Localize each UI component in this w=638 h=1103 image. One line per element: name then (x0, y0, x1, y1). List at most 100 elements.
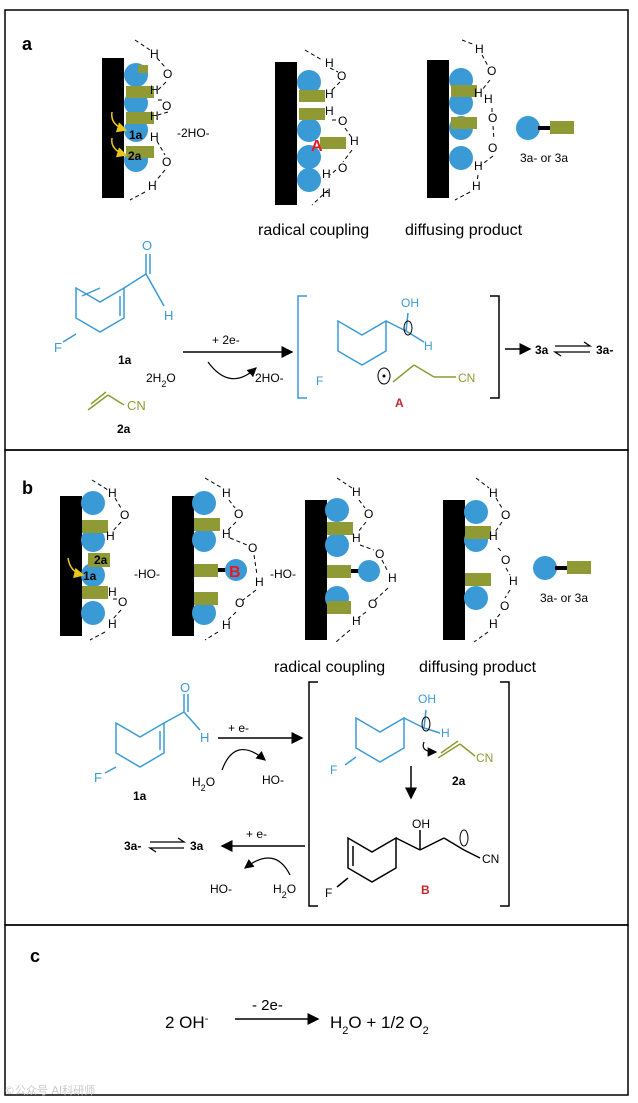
panel-c-label: c (30, 946, 40, 966)
svg-text:H: H (222, 486, 231, 500)
equilibrium-arrows-a (552, 341, 593, 357)
svg-text:H: H (150, 47, 159, 61)
panel-b-label: b (22, 478, 33, 498)
f-int-b: F (330, 763, 337, 777)
atom-F-1a-a: F (54, 340, 62, 355)
svg-text:O: O (162, 155, 171, 169)
h-bond-network-a1: HO HH OH OH (129, 39, 172, 201)
product-label-b: 3a- or 3a (540, 591, 588, 605)
electrode-a2 (275, 62, 346, 205)
svg-text:H: H (388, 571, 397, 585)
radical-lobe-A (403, 320, 413, 336)
label-2a-scheme-b: 2a (452, 774, 466, 788)
cn-B: CN (482, 852, 499, 866)
electron-label-a2: e- (105, 129, 115, 141)
equil-left-a: 3a (535, 343, 549, 357)
reagent-a: + 2e- (212, 333, 240, 347)
equilibrium-arrows-b (147, 837, 187, 853)
svg-text:H: H (325, 56, 334, 70)
intermediate-A-label-electrode: A (311, 138, 323, 155)
h-bond-network-b1: HO HH OH (89, 479, 129, 641)
svg-text:H: H (222, 527, 231, 541)
svg-text:H: H (322, 167, 331, 181)
svg-text:O: O (368, 597, 377, 611)
label-1a-scheme-a: 1a (118, 353, 132, 367)
electrode-a3 (427, 60, 477, 198)
svg-text:O: O (338, 161, 347, 175)
attack-arrow-b (422, 741, 438, 757)
label-2a-a: 2a (128, 149, 142, 163)
electron-label-a1: e- (107, 103, 117, 115)
svg-text:O: O (501, 553, 510, 567)
atom-F-1a-b: F (94, 770, 102, 785)
electrode-b2 (172, 491, 247, 636)
reagent-b1: + e- (228, 721, 249, 735)
h-bond-network-b2: HO HO HO H (204, 477, 264, 641)
atom-O-1a-b: O (180, 680, 190, 695)
bond-F-a (62, 333, 77, 343)
label-B-scheme: B (421, 883, 430, 897)
svg-text:O: O (248, 541, 257, 555)
nitrile-chain-A (392, 364, 435, 383)
svg-text:H: H (475, 42, 484, 56)
svg-text:O: O (487, 64, 496, 78)
svg-text:O: O (364, 507, 373, 521)
atom-H-1a-b: H (200, 730, 209, 745)
reagent-b2: + e- (246, 827, 267, 841)
svg-text:O: O (338, 114, 347, 128)
panel-a-label: a (22, 34, 33, 54)
caption-radical-coupling-a: radical coupling (258, 222, 369, 239)
h-int-b: H (441, 726, 450, 740)
water-b1: H2O (192, 775, 215, 793)
electron-arrow-a2 (111, 137, 128, 158)
intermediate-A-structure (337, 312, 425, 366)
label-2a-b: 2a (94, 553, 108, 567)
radical-anion-structure-b (344, 709, 441, 766)
hydroxide-a: 2HO- (255, 371, 284, 385)
svg-text:H: H (108, 585, 117, 599)
bracket-left-b (308, 681, 318, 907)
molecule-1a-b (104, 694, 201, 774)
hydroxide-release-b1: -HO- (134, 567, 160, 581)
molecule-1a-a (75, 254, 165, 333)
radical-lobe-b (421, 716, 431, 732)
label-A-scheme: A (395, 396, 404, 410)
svg-text:H: H (350, 134, 359, 148)
h-bond-network-b4: HO HO HO H (473, 477, 518, 643)
radical-lobe-A2 (377, 367, 391, 385)
curved-arrow-a (207, 361, 257, 380)
h-bond-network-b3: HO HO HO H (335, 477, 397, 643)
electrode-b3 (305, 498, 380, 640)
svg-text:H: H (106, 529, 115, 543)
label-2a-scheme-a: 2a (117, 422, 131, 436)
svg-text:H: H (150, 83, 159, 97)
electrode-a1 (102, 58, 154, 198)
oh-A: OH (401, 296, 419, 310)
cn-2a-a: CN (127, 398, 146, 413)
caption-radical-coupling-b: radical coupling (274, 659, 385, 676)
svg-text:H: H (108, 486, 117, 500)
bracket-left-a (297, 295, 307, 399)
svg-text:H: H (474, 86, 483, 100)
watermark: ©公众号 AI科研师 (4, 1084, 96, 1097)
bracket-right-b (500, 681, 510, 907)
svg-text:H: H (325, 87, 334, 101)
electrode-b4 (443, 500, 491, 640)
svg-text:H: H (352, 531, 361, 545)
svg-text:O: O (163, 67, 172, 81)
svg-text:O: O (500, 599, 509, 613)
cn-2a-b: CN (476, 751, 493, 765)
electron-label-b1: e- (63, 546, 73, 558)
hydroxide-release-a: -2HO- (177, 126, 210, 140)
oh-int-b: OH (418, 692, 436, 706)
label-1a-a: 1a (129, 128, 143, 142)
curved-arrow-b1 (221, 749, 266, 771)
molecule-2a-a (87, 391, 125, 411)
label-1a-b: 1a (83, 569, 97, 583)
svg-text:H: H (150, 130, 159, 144)
diffusing-product-b (533, 556, 591, 580)
svg-text:H: H (474, 159, 483, 173)
svg-text:O: O (488, 111, 497, 125)
radical-lobe-B (459, 829, 469, 847)
